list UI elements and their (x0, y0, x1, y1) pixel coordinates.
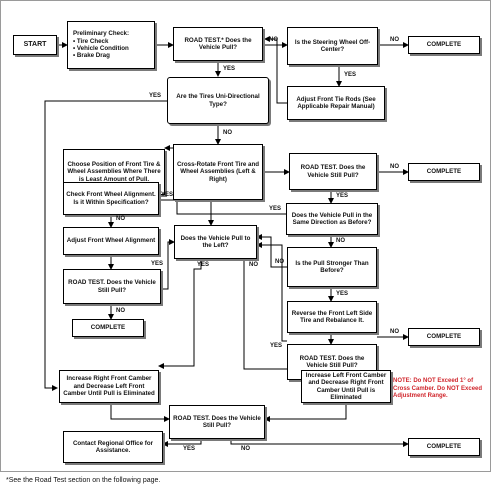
complete-box-4: COMPLETE (408, 328, 480, 346)
arrow-roadtest3-yes-to-pullleft (256, 242, 287, 342)
pull-to-left-box: Does the Vehicle Pull to the Left? (174, 225, 257, 259)
cross-camber-note: NOTE: Do NOT Exceed 1° of Cross Camber. … (393, 378, 483, 399)
preliminary-check-content: Preliminary Check: • Tire Check • Vehicl… (73, 30, 129, 60)
yes-label-roadtest2: YES (151, 261, 164, 267)
no-label-roadtest3: NO (390, 329, 399, 335)
complete-box-2: COMPLETE (408, 163, 480, 181)
yes-label-roadtest3: YES (270, 343, 283, 349)
no-label-roadtest1: NO (390, 164, 399, 170)
complete-label-2: COMPLETE (426, 168, 462, 176)
cross-rotate-text: Cross-Rotate Front Tire and Wheel Assemb… (176, 160, 260, 183)
arrow-unidirectional-yes-to-left (44, 100, 167, 391)
flowchart-frame: START Preliminary Check: • Tire Check • … (0, 0, 491, 472)
complete-label-4: COMPLETE (426, 333, 462, 341)
complete-box-1: COMPLETE (408, 36, 480, 54)
arrow-pullleft-no-to-leftcamber (243, 259, 302, 372)
yes-label-unidirectional: YES (149, 93, 162, 99)
road-test-pull-text: ROAD TEST.* Does the Vehicle Pull? (184, 36, 252, 51)
arrow-pullleft-yes-to-rightcamber (158, 259, 202, 369)
no-label-roadtest4: NO (241, 446, 250, 452)
preliminary-item-tires: • Tire Check (73, 37, 109, 45)
reverse-tire-text: Reverse the Front Left Side Tire and Reb… (291, 309, 373, 324)
no-label-roadtest: NO (269, 37, 278, 43)
preliminary-check-title: Preliminary Check: (73, 30, 130, 38)
no-label-unidirectional: NO (223, 130, 232, 136)
choose-position-text: Choose Position of Front Tire & Wheel As… (67, 160, 161, 183)
increase-left-camber-box: Increase Left Front Camber and Decrease … (301, 370, 391, 403)
steering-off-center-text: Is the Steering Wheel Off-Center? (294, 38, 371, 53)
arrow-roadtest4-yes-to-contact (162, 439, 202, 447)
no-label-roadtest2: NO (116, 308, 125, 314)
pull-stronger-box: Is the Pull Stronger Than Before? (287, 247, 377, 287)
same-direction-text: Does the Vehicle Pull in the Same Direct… (291, 211, 373, 226)
reverse-tire-box: Reverse the Front Left Side Tire and Reb… (287, 301, 377, 333)
road-test-pull-box: ROAD TEST.* Does the Vehicle Pull? (173, 27, 263, 61)
arrow-roadtest2-yes-to-pullleft (161, 239, 175, 290)
yes-label-checkalignment: YES (161, 192, 174, 198)
steering-off-center-box: Is the Steering Wheel Off-Center? (287, 27, 378, 65)
increase-right-camber-text: Increase Right Front Camber and Decrease… (63, 375, 155, 398)
road-test-still-pull-text-3: ROAD TEST. Does the Vehicle Still Pull? (299, 354, 365, 369)
tires-unidirectional-box: Are the Tires Uni-Directional Type? (167, 77, 269, 124)
no-label-pullstronger: NO (275, 259, 284, 265)
adjust-alignment-text: Adjust Front Wheel Alignment (66, 237, 156, 245)
complete-label-1: COMPLETE (426, 41, 462, 49)
pull-stronger-text: Is the Pull Stronger Than Before? (295, 259, 369, 274)
road-test-still-pull-text-1: ROAD TEST. Does the Vehicle Still Pull? (300, 164, 366, 179)
contact-office-box: Contact Regional Office for Assistance. (63, 431, 163, 463)
complete-label-3: COMPLETE (90, 324, 126, 332)
yes-label-steering: YES (344, 72, 357, 78)
cross-rotate-box: Cross-Rotate Front Tire and Wheel Assemb… (173, 144, 263, 200)
preliminary-check-box: Preliminary Check: • Tire Check • Vehicl… (67, 21, 155, 69)
no-label-checkalignment: NO (116, 216, 125, 222)
yes-label-samedirection: YES (269, 206, 282, 212)
road-test-still-pull-text-2: ROAD TEST. Does the Vehicle Still Pull? (68, 279, 156, 294)
yes-label-roadtest4: YES (183, 446, 196, 452)
road-test-footnote: *See the Road Test section on the follow… (6, 477, 161, 484)
tires-unidirectional-text: Are the Tires Uni-Directional Type? (176, 93, 260, 108)
complete-box-3: COMPLETE (72, 319, 144, 337)
check-alignment-box: Check Front Wheel Alignment. Is it Withi… (63, 182, 159, 215)
increase-left-camber-text: Increase Left Front Camber and Decrease … (305, 371, 387, 401)
yes-label-roadtest: YES (223, 66, 236, 72)
arrow-rightcamber-to-roadtest4 (110, 403, 170, 422)
pull-to-left-text: Does the Vehicle Pull to the Left? (180, 234, 251, 249)
start-box: START (13, 35, 57, 55)
adjust-tie-rods-text: Adjust Front Tie Rods (See Applicable Re… (296, 95, 376, 110)
road-test-still-pull-box-4: ROAD TEST. Does the Vehicle Still Pull? (169, 405, 265, 439)
road-test-still-pull-text-4: ROAD TEST. Does the Vehicle Still Pull? (173, 414, 261, 429)
road-test-still-pull-box-1: ROAD TEST. Does the Vehicle Still Pull? (289, 153, 377, 190)
yes-label-pullstronger: YES (336, 291, 349, 297)
no-label-samedirection: NO (336, 238, 345, 244)
no-label-steering: NO (390, 37, 399, 43)
preliminary-item-brake: • Brake Drag (73, 52, 110, 60)
adjust-tie-rods-box: Adjust Front Tie Rods (See Applicable Re… (287, 86, 385, 120)
preliminary-item-vehicle: • Vehicle Condition (73, 45, 129, 52)
arrow-roadtest4-no-to-complete5 (230, 439, 409, 447)
arrow-leftcamber-to-roadtest4 (264, 403, 347, 422)
complete-box-5: COMPLETE (408, 438, 480, 456)
contact-office-text: Contact Regional Office for Assistance. (72, 439, 154, 454)
arrow-tierods-back-to-roadtest (264, 36, 287, 104)
same-direction-box: Does the Vehicle Pull in the Same Direct… (286, 203, 378, 235)
increase-right-camber-box: Increase Right Front Camber and Decrease… (59, 370, 159, 403)
adjust-alignment-box: Adjust Front Wheel Alignment (63, 227, 159, 255)
no-label-pullleft: NO (249, 262, 258, 268)
road-test-still-pull-box-2: ROAD TEST. Does the Vehicle Still Pull? (63, 269, 161, 304)
yes-label-roadtest1: YES (336, 193, 349, 199)
arrow-checkalignment-yes-to-pullleft (159, 199, 214, 226)
start-label: START (23, 40, 47, 48)
check-alignment-text: Check Front Wheel Alignment. Is it Withi… (66, 191, 156, 206)
arrow-pullstronger-no-to-pullleft (256, 234, 287, 268)
complete-label-5: COMPLETE (426, 443, 462, 451)
yes-label-pullleft: YES (197, 262, 210, 268)
